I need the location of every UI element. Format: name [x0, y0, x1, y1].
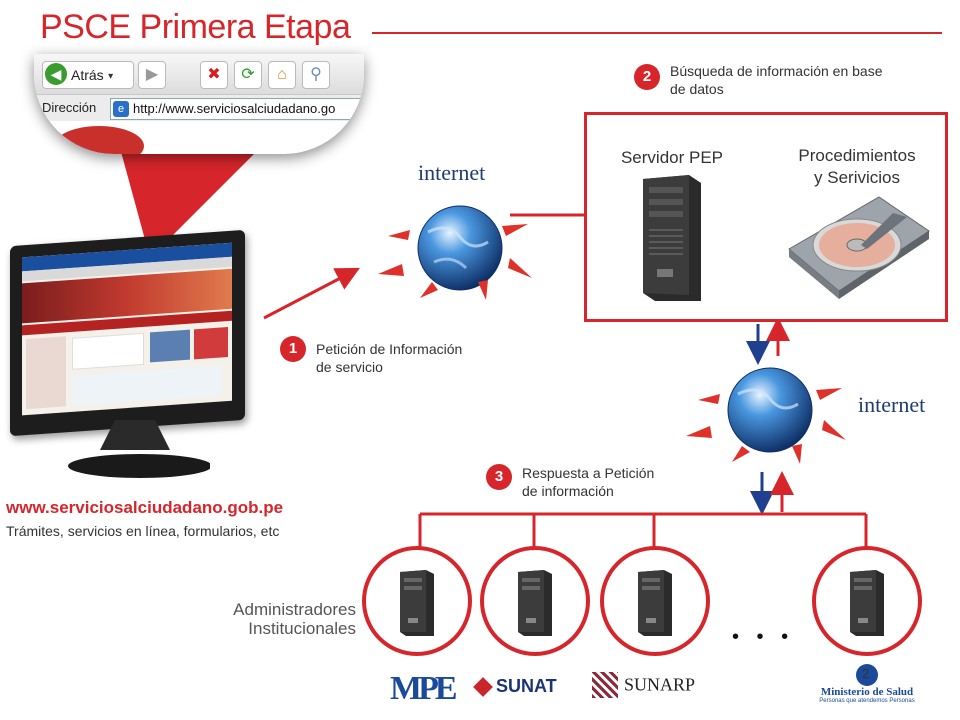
internet-globe-icon — [686, 367, 846, 464]
admins-label: Administradores Institucionales — [210, 600, 356, 638]
step-1-badge: 1 — [280, 336, 306, 362]
mpe-logo: MPE — [390, 670, 458, 707]
address-input[interactable]: e http://www.serviciosalciudadano.go — [110, 98, 364, 120]
server-pep-label: Servidor PEP — [620, 148, 724, 167]
monitor-stand — [68, 420, 210, 478]
search-button[interactable]: ⚲ — [302, 61, 330, 89]
step-2-text: Búsqueda de información en base de datos — [670, 62, 882, 98]
forward-arrow-icon: ▶ — [145, 66, 159, 83]
minsa-logo: Ministerio de Salud Personas que atendem… — [812, 664, 922, 704]
minsa-emblem-icon — [856, 664, 878, 686]
sunarp-logo: SUNARP — [592, 672, 695, 698]
internet-label-1: internet — [418, 160, 486, 185]
internet-globe-icon — [378, 205, 532, 300]
step-2-badge: 2 — [634, 64, 660, 90]
step-3-line1: Respuesta a Petición — [522, 465, 655, 481]
refresh-icon: ⟳ — [241, 66, 255, 83]
page-number: 2 — [862, 666, 870, 681]
more-institutions-ellipsis: • • • — [732, 626, 795, 648]
hard-disk-icon — [788, 196, 930, 299]
admins-line1: Administradores — [233, 600, 356, 619]
portal-url[interactable]: www.serviciosalciudadano.gob.pe — [6, 498, 284, 517]
monitor — [10, 229, 245, 437]
back-label: Atrás — [71, 67, 104, 83]
step-2-line2: de datos — [670, 81, 724, 97]
search-icon: ⚲ — [310, 66, 322, 83]
sunat-logo: SUNAT — [473, 676, 557, 697]
step-1-line1: Petición de Información — [316, 341, 463, 357]
monitor-screen — [22, 242, 232, 416]
step-1-line2: de servicio — [316, 359, 383, 375]
sunarp-text: SUNARP — [624, 674, 696, 695]
internet-label-2: internet — [858, 392, 926, 417]
back-button[interactable]: ◀Atrás ▾ — [42, 61, 134, 89]
admins-line2: Institucionales — [248, 619, 356, 638]
site-logo-fragment — [54, 126, 144, 154]
step-1-text: Petición de Información de servicio — [316, 340, 462, 376]
portal-description: Trámites, servicios en línea, formulario… — [6, 523, 280, 539]
sunat-text: SUNAT — [496, 676, 557, 696]
browser-callout: ◀Atrás ▾ ▶ ✖ ⟳ ⌂ ⚲ Dirección e http://ww… — [34, 54, 364, 154]
procedures-line1: Procedimientos — [798, 146, 916, 165]
home-icon: ⌂ — [277, 66, 287, 83]
procedures-label: Procedimientos y Serivicios — [777, 145, 937, 189]
tower-server-icon — [850, 570, 884, 636]
institution-server-node[interactable] — [600, 546, 710, 656]
tower-server-icon — [400, 570, 434, 636]
tower-server-icon — [518, 570, 552, 636]
step-3-text: Respuesta a Petición de información — [522, 464, 654, 500]
forward-button[interactable]: ▶ — [138, 61, 166, 89]
home-button[interactable]: ⌂ — [268, 61, 296, 89]
browser-toolbar: ◀Atrás ▾ ▶ ✖ ⟳ ⌂ ⚲ — [34, 54, 364, 94]
stop-button[interactable]: ✖ — [200, 61, 228, 89]
refresh-button[interactable]: ⟳ — [234, 61, 262, 89]
institution-server-node[interactable] — [362, 546, 472, 656]
tower-server-icon — [643, 175, 701, 301]
minsa-tagline: Personas que atendemos Personas — [819, 698, 915, 704]
procedures-line2: y Serivicios — [814, 168, 900, 187]
tower-server-icon — [638, 570, 672, 636]
institution-server-node[interactable] — [480, 546, 590, 656]
address-url: http://www.serviciosalciudadano.go — [133, 101, 336, 116]
title-rule — [372, 32, 942, 34]
sunat-diamond-icon — [473, 676, 493, 697]
pep-server-box: Servidor PEP Procedimientos y Serivicios — [584, 112, 948, 322]
step-3-badge: 3 — [486, 464, 512, 490]
ie-page-icon: e — [113, 101, 129, 117]
stop-icon: ✖ — [207, 66, 221, 83]
minsa-text: Ministerio de Salud — [820, 686, 914, 698]
page-title: PSCE Primera Etapa — [40, 8, 351, 46]
step-2-line1: Búsqueda de información en base — [670, 63, 883, 79]
address-bar: Dirección e http://www.serviciosalciudad… — [34, 94, 364, 121]
back-arrow-icon: ◀ — [45, 63, 67, 85]
institution-server-node[interactable] — [812, 546, 922, 656]
step-3-line2: de información — [522, 483, 614, 499]
sunarp-emblem-icon — [592, 672, 618, 698]
address-label: Dirección — [42, 100, 97, 115]
